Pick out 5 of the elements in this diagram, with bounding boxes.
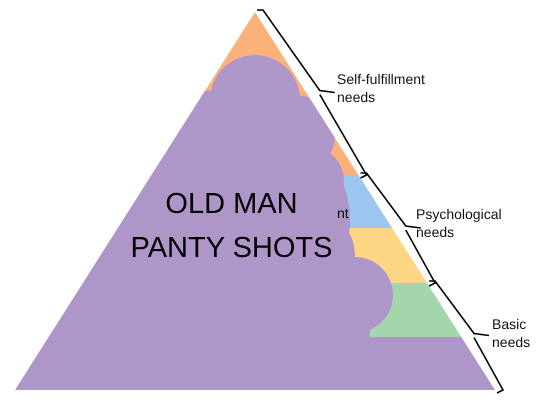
- level-group-label: Basic needs: [492, 315, 532, 351]
- level-text-fragment: nt: [337, 204, 350, 222]
- overlay-text: OLD MAN PANTY SHOTS: [130, 187, 334, 266]
- level-group-label: Self-fulfillment needs: [337, 70, 426, 106]
- level-group-label: Psychological needs: [416, 205, 503, 241]
